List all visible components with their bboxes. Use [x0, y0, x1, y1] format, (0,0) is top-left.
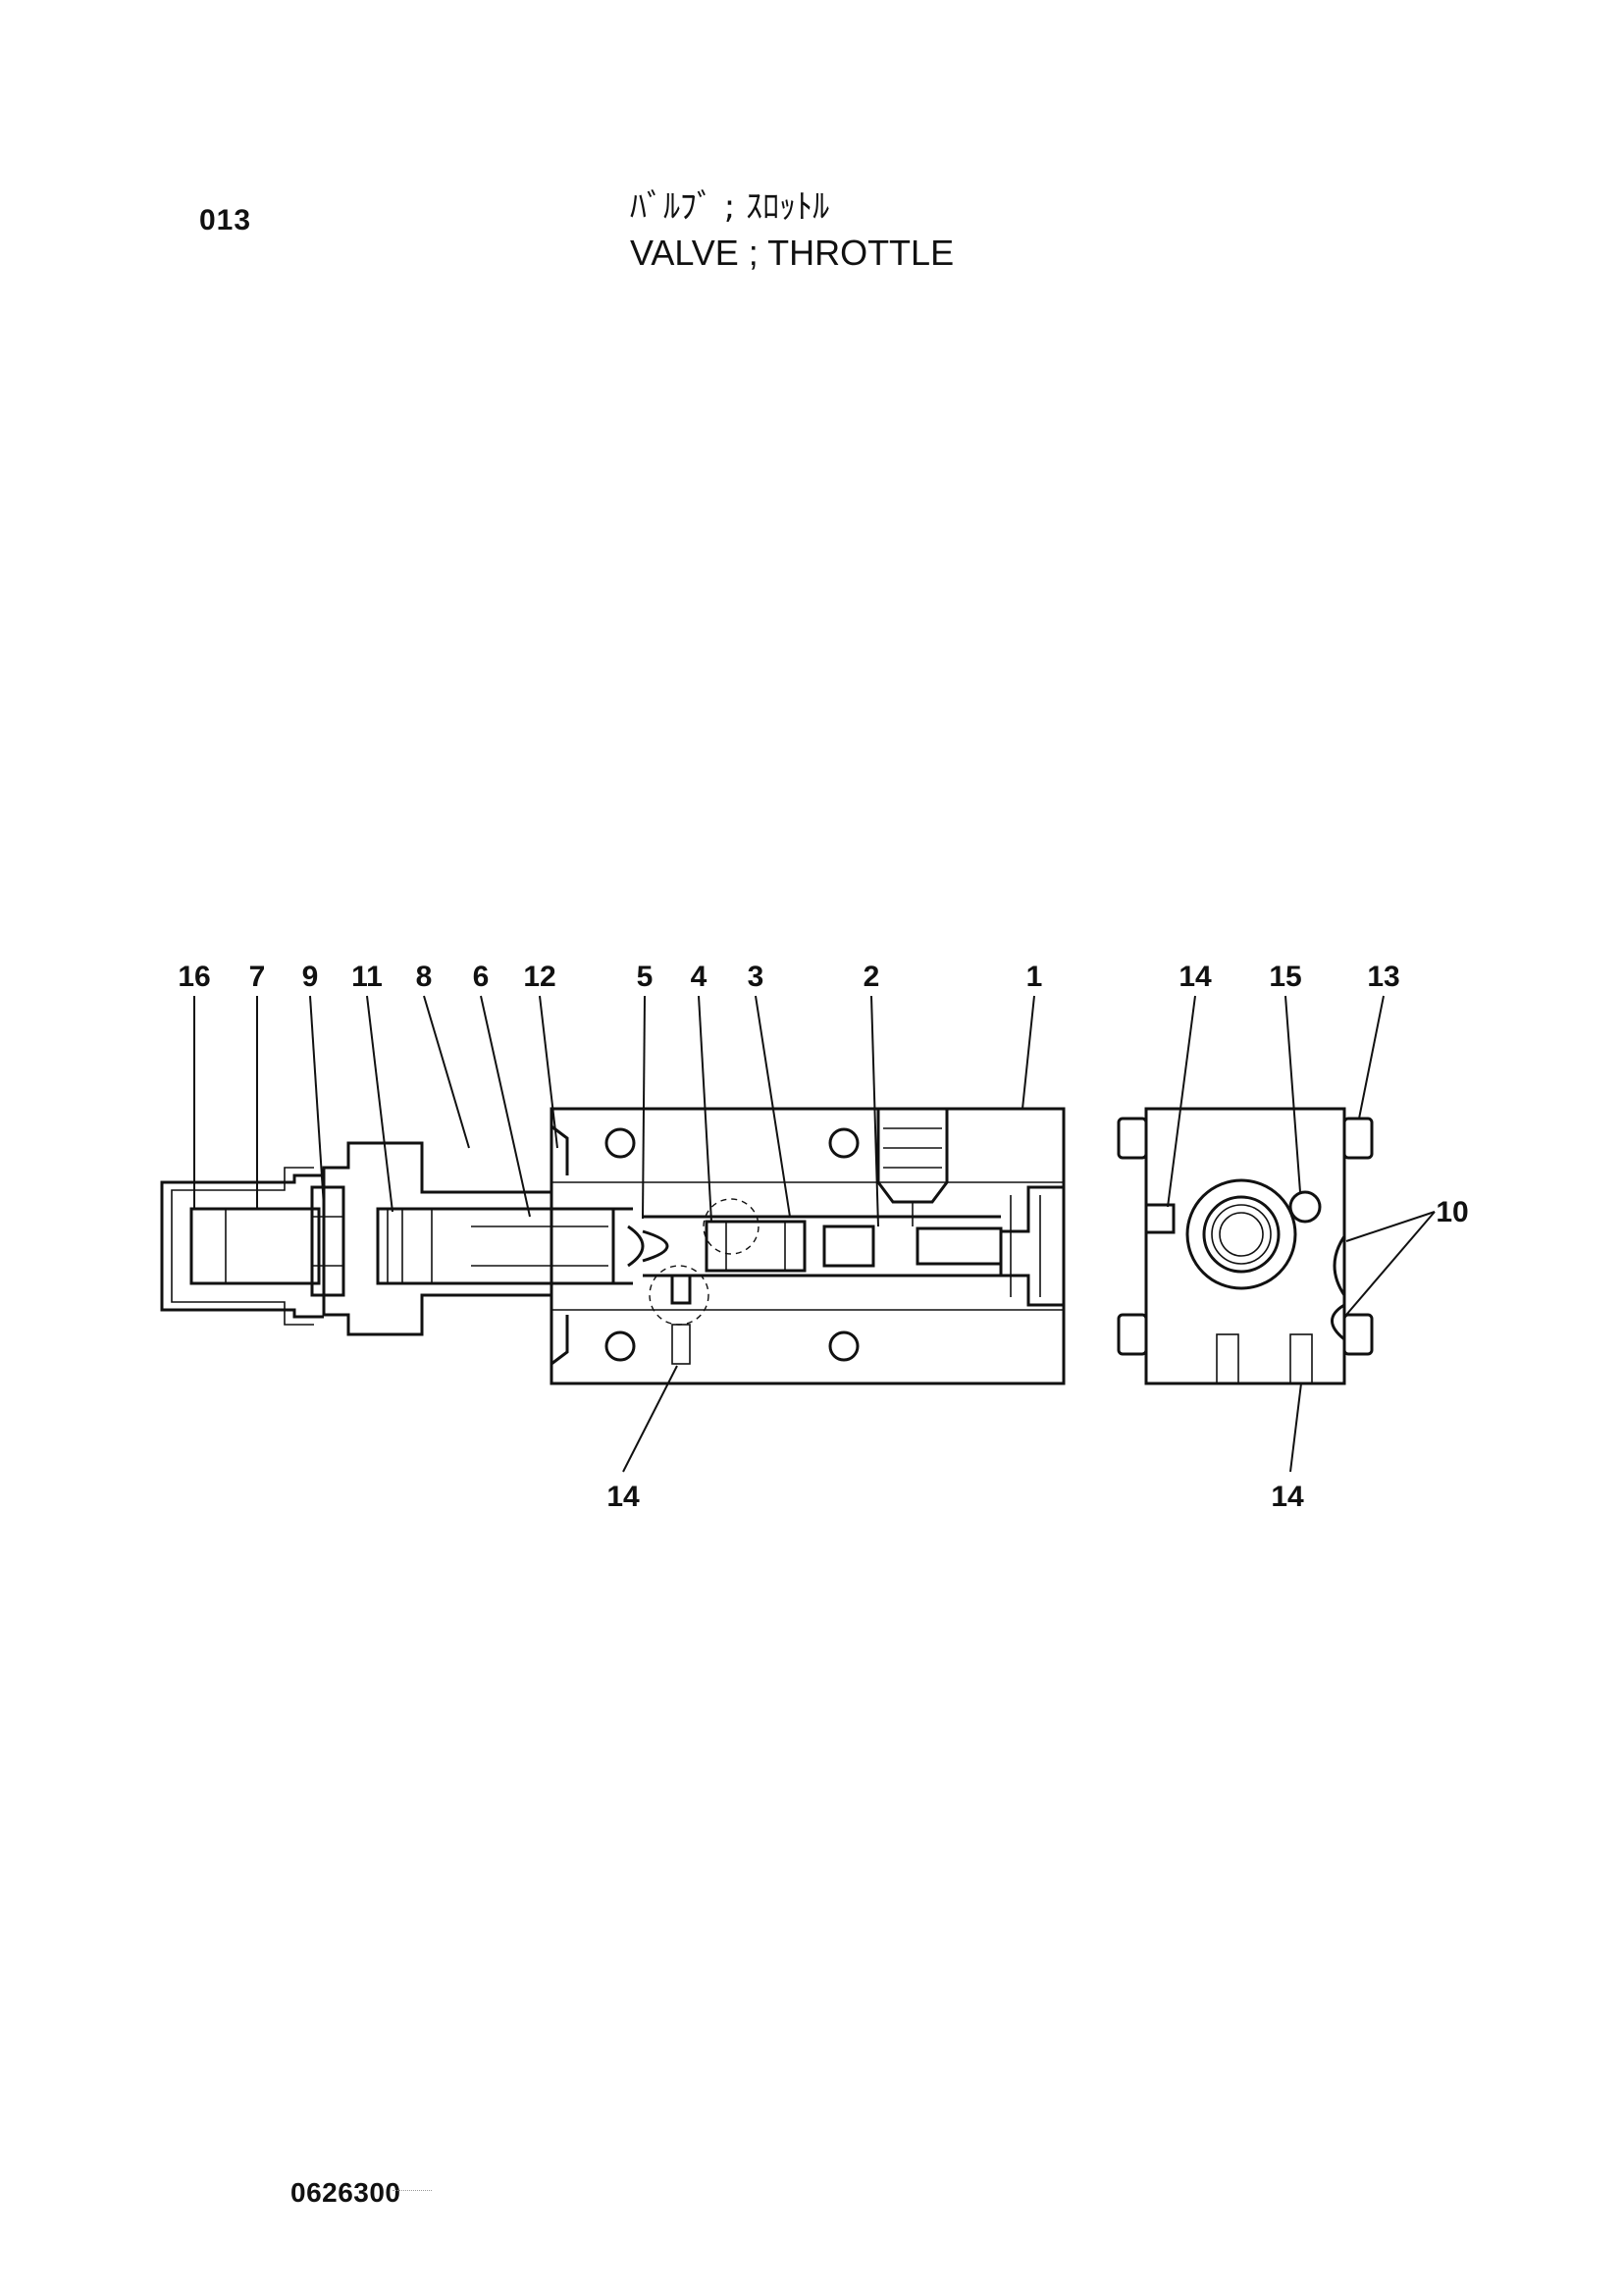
callout-9: 9: [302, 961, 319, 993]
callout-3: 3: [748, 961, 764, 993]
check-plug: [876, 1109, 949, 1204]
document-code: 0626300: [290, 2177, 401, 2208]
page-number: 013: [199, 204, 252, 236]
lock-nut: [310, 1185, 345, 1297]
front-section-view: [160, 1107, 1066, 1385]
callout-15: 15: [1269, 961, 1301, 993]
mount-hole: [828, 1127, 860, 1159]
adjusting-screw: [189, 1207, 321, 1285]
callout-8: 8: [416, 961, 433, 993]
callout-13: 13: [1367, 961, 1399, 993]
mount-hole: [604, 1127, 636, 1159]
port: [1288, 1190, 1322, 1224]
callout-7: 7: [249, 961, 266, 993]
title-english: VALVE ; THROTTLE: [630, 233, 955, 273]
mount-hole: [828, 1330, 860, 1362]
valve-body: [550, 1107, 1066, 1385]
title-japanese: ﾊﾞﾙﾌﾞ ; ｽﾛｯﾄﾙ: [630, 187, 830, 227]
callout-14-front: 14: [606, 1481, 640, 1513]
callout-14-bottom-right: 14: [1271, 1481, 1304, 1513]
callout-labels: 16 7 9 11 8 6 12 5 4 3 2 1 14 15 13 10 1…: [178, 961, 1468, 1513]
mount-hole: [604, 1330, 636, 1362]
callout-5: 5: [637, 961, 654, 993]
callout-1: 1: [1026, 961, 1043, 993]
side-view: [1117, 1107, 1374, 1385]
callout-16: 16: [178, 961, 210, 993]
callout-6: 6: [473, 961, 490, 993]
callout-10: 10: [1436, 1196, 1468, 1228]
cylinder-housing: [322, 1126, 553, 1364]
callout-4: 4: [691, 961, 707, 993]
cap: [160, 1173, 324, 1319]
callout-12: 12: [523, 961, 555, 993]
leader-lines: [193, 995, 1436, 1473]
callout-2: 2: [864, 961, 880, 993]
side-body: [1144, 1107, 1346, 1385]
code-rule: [393, 2190, 432, 2191]
callout-14-side: 14: [1179, 961, 1212, 993]
title-block: ﾊﾞﾙﾌﾞ ; ｽﾛｯﾄﾙ VALVE ; THROTTLE: [630, 184, 954, 277]
callout-11: 11: [351, 961, 383, 993]
center-boss: [1185, 1178, 1297, 1290]
